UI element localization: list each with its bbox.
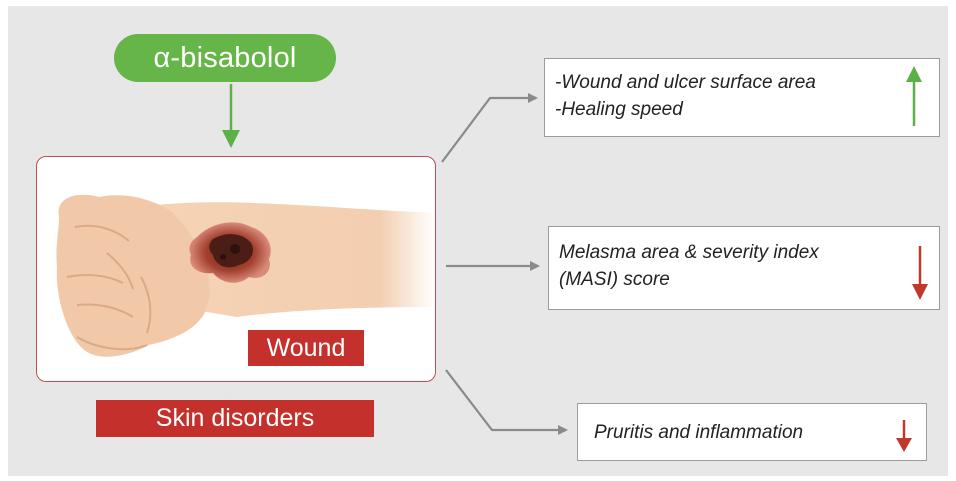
down-arrow-icon [222, 84, 240, 148]
down-arrow-icon [896, 420, 912, 452]
down-arrow-icon [912, 246, 928, 300]
connector-to-pruritis [446, 370, 566, 430]
up-arrow-icon [906, 66, 922, 126]
connector-to-wound-healing [442, 98, 536, 162]
